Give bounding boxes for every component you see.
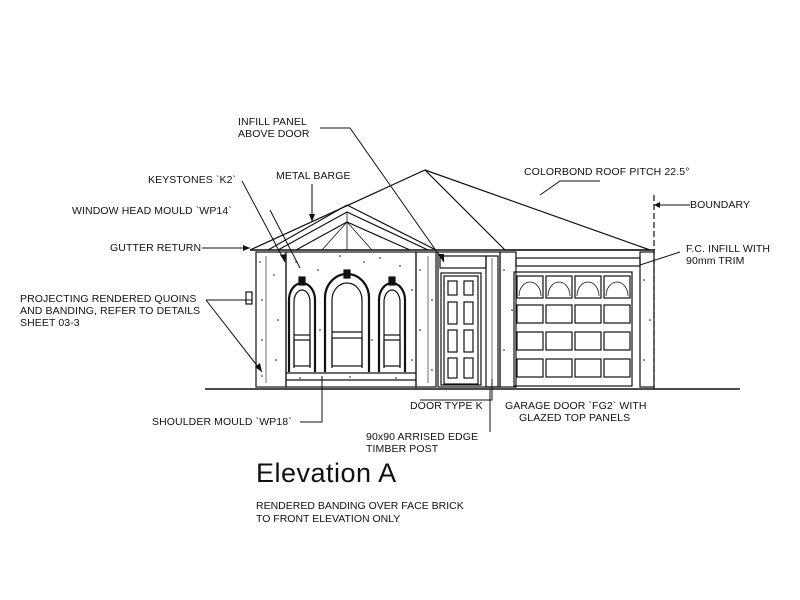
label-metal-barge: METAL BARGE bbox=[276, 170, 351, 182]
label-fc-infill-line2: 90mm TRIM bbox=[686, 255, 745, 267]
label-fc-infill-line1: F.C. INFILL WITH bbox=[686, 243, 771, 255]
label-shoulder-mould: SHOULDER MOULD `WP18` bbox=[152, 416, 292, 428]
elevation-title: Elevation A bbox=[256, 458, 397, 488]
label-quoins-line1: PROJECTING RENDERED QUOINS bbox=[20, 293, 197, 305]
front-gable bbox=[267, 204, 437, 251]
label-fc-infill: F.C. INFILL WITH 90mm TRIM bbox=[686, 243, 770, 267]
label-timber-post-line1: 90x90 ARRISED EDGE bbox=[366, 431, 479, 443]
garage bbox=[499, 251, 655, 388]
leader-lines bbox=[202, 127, 690, 432]
label-garage-door-line1: GARAGE DOOR `FG2` WITH bbox=[505, 400, 647, 412]
elevation-note-line2: TO FRONT ELEVATION ONLY bbox=[256, 513, 401, 525]
label-infill-panel-line1: INFILL PANEL bbox=[238, 116, 307, 128]
label-keystones: KEYSTONES `K2` bbox=[148, 174, 237, 186]
label-colorbond: COLORBOND ROOF PITCH 22.5° bbox=[524, 166, 690, 178]
leader-arrows bbox=[243, 202, 660, 372]
label-garage-door-line2: GLAZED TOP PANELS bbox=[519, 412, 631, 424]
render-stipple bbox=[259, 255, 651, 379]
label-infill-panel: INFILL PANEL ABOVE DOOR bbox=[238, 116, 310, 140]
label-quoins-line2: AND BANDING, REFER TO DETAILS bbox=[20, 305, 201, 317]
label-timber-post-line2: TIMBER POST bbox=[366, 443, 439, 455]
label-boundary: BOUNDARY bbox=[690, 199, 751, 211]
label-gutter-return: GUTTER RETURN bbox=[110, 242, 202, 254]
label-infill-panel-line2: ABOVE DOOR bbox=[238, 128, 310, 140]
entry-door bbox=[437, 251, 501, 388]
left-walls bbox=[245, 251, 437, 388]
label-door-type: DOOR TYPE K bbox=[410, 400, 483, 412]
label-quoins-line3: SHEET 03-3 bbox=[20, 317, 80, 329]
arched-windows bbox=[287, 269, 407, 372]
elevation-note-line1: RENDERED BANDING OVER FACE BRICK bbox=[256, 500, 464, 512]
main-roof bbox=[249, 169, 655, 251]
label-timber-post: 90x90 ARRISED EDGE TIMBER POST bbox=[366, 431, 478, 455]
label-quoins: PROJECTING RENDERED QUOINS AND BANDING, … bbox=[20, 293, 200, 329]
elevation-note: RENDERED BANDING OVER FACE BRICK TO FRON… bbox=[256, 500, 464, 526]
label-window-head-mould: WINDOW HEAD MOULD `WP14` bbox=[72, 205, 232, 217]
label-garage-door: GARAGE DOOR `FG2` WITH GLAZED TOP PANELS bbox=[505, 400, 647, 424]
